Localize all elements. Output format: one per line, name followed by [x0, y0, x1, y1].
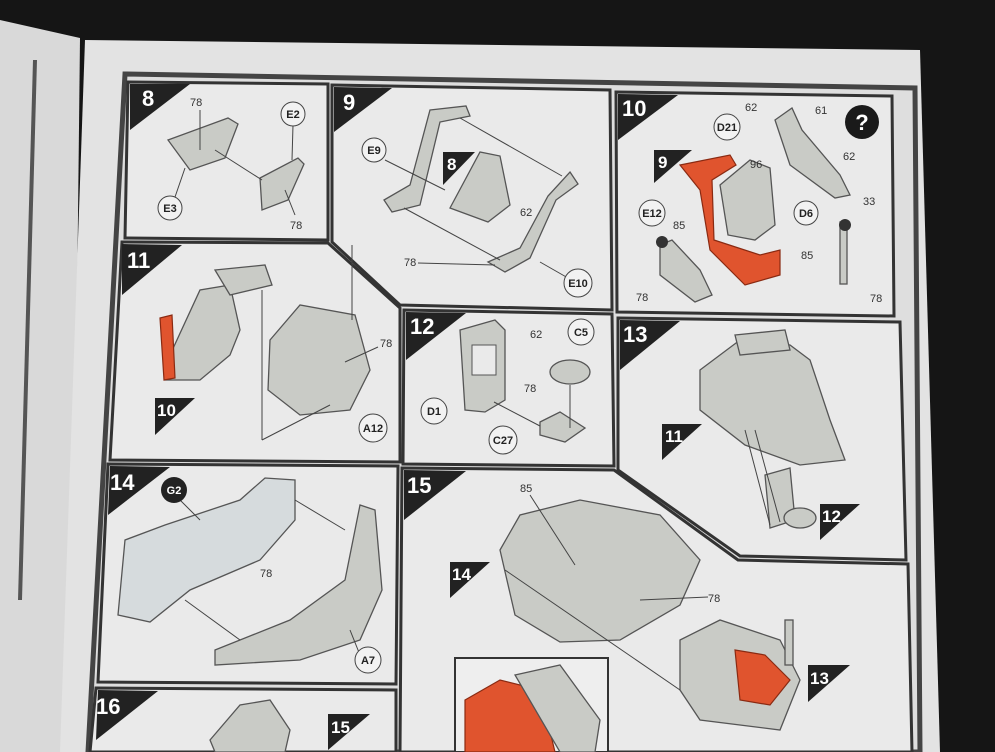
callout-E10: E10	[563, 268, 593, 298]
svg-text:A12: A12	[363, 423, 383, 435]
step-badge-16: 16	[96, 690, 158, 740]
callout-E3: E3	[157, 195, 183, 221]
callout-E12: E12	[638, 199, 666, 227]
svg-text:16: 16	[96, 694, 120, 719]
callout-C27: C27	[488, 425, 518, 455]
svg-text:13: 13	[810, 669, 829, 688]
callout-D6: D6	[793, 200, 819, 226]
svg-text:9: 9	[658, 153, 667, 172]
callout-62: 62	[530, 329, 542, 341]
step-13-parts	[699, 329, 846, 529]
ref-badge-step-12: 12	[820, 504, 860, 540]
svg-text:G2: G2	[167, 485, 182, 497]
svg-text:8: 8	[142, 86, 154, 111]
svg-text:D6: D6	[799, 208, 813, 220]
ref-badge-step-11: 11	[662, 424, 702, 460]
ref-badge-step-9: 9	[654, 150, 692, 183]
step-badge-8: 8	[130, 84, 190, 130]
callout-G2: G2	[161, 477, 187, 503]
svg-text:9: 9	[343, 90, 355, 115]
callout-96: 96	[750, 159, 762, 171]
callout-33: 33	[863, 196, 875, 208]
callout-62: 62	[745, 102, 757, 114]
callout-C5: C5	[567, 318, 595, 346]
callout-62: 62	[520, 207, 532, 219]
svg-text:D21: D21	[717, 122, 737, 134]
svg-text:E12: E12	[642, 208, 662, 220]
step-9-parts	[383, 105, 579, 279]
question-mark-icon: ?	[845, 105, 879, 139]
svg-text:E10: E10	[568, 278, 588, 290]
ref-badge-step-15: 15	[328, 714, 370, 750]
step-badge-14: 14	[108, 466, 170, 515]
callout-78: 78	[290, 220, 302, 232]
step-11-parts	[159, 245, 379, 441]
ref-badge-step-13: 13	[808, 665, 850, 702]
callout-61: 61	[815, 105, 827, 117]
callout-78: 78	[404, 257, 416, 269]
svg-text:15: 15	[407, 473, 431, 498]
svg-text:?: ?	[855, 110, 868, 135]
svg-text:15: 15	[331, 718, 350, 737]
callout-78: 78	[636, 292, 648, 304]
ref-badge-step-8: 8	[443, 152, 475, 185]
callout-78: 78	[190, 97, 202, 109]
step-12-parts	[459, 319, 591, 443]
callout-78: 78	[260, 568, 272, 580]
callout-A7: A7	[354, 646, 382, 674]
svg-text:E9: E9	[367, 145, 380, 157]
step-badge-13: 13	[620, 320, 680, 370]
svg-text:A7: A7	[361, 655, 375, 667]
step-8-parts	[166, 110, 305, 216]
callout-78: 78	[524, 383, 536, 395]
left-page-frame	[18, 59, 37, 601]
step-14-parts	[117, 477, 383, 666]
ref-badge-step-10: 10	[155, 398, 195, 435]
callout-85: 85	[801, 250, 813, 262]
callout-E2: E2	[280, 101, 306, 127]
callout-D21: D21	[713, 113, 741, 141]
step-badge-11: 11	[122, 244, 182, 295]
step-badge-12: 12	[406, 312, 466, 360]
callout-78: 78	[870, 293, 882, 305]
callout-85: 85	[673, 220, 685, 232]
callout-A12: A12	[358, 413, 388, 443]
svg-text:12: 12	[822, 507, 841, 526]
step-10-parts	[656, 107, 851, 303]
callout-78: 78	[708, 593, 720, 605]
svg-text:D1: D1	[427, 406, 441, 418]
step-badge-15: 15	[404, 470, 466, 520]
callout-D1: D1	[420, 397, 448, 425]
callout-62: 62	[843, 151, 855, 163]
step-15-parts	[454, 494, 801, 752]
svg-text:11: 11	[127, 248, 150, 273]
svg-text:14: 14	[110, 470, 135, 495]
svg-text:C27: C27	[493, 435, 513, 447]
svg-text:10: 10	[157, 401, 176, 420]
svg-text:10: 10	[622, 96, 646, 121]
step-badge-10: 10	[618, 94, 678, 140]
svg-text:11: 11	[665, 427, 683, 446]
ref-badge-step-14: 14	[450, 562, 490, 598]
svg-text:8: 8	[447, 155, 456, 174]
svg-text:C5: C5	[574, 327, 588, 339]
svg-text:12: 12	[410, 314, 434, 339]
step-badge-9: 9	[334, 87, 392, 132]
step-16-parts	[209, 699, 291, 752]
svg-text:E3: E3	[163, 203, 176, 215]
callout-85: 85	[520, 483, 532, 495]
svg-text:14: 14	[452, 565, 471, 584]
callout-78: 78	[380, 338, 392, 350]
svg-text:13: 13	[623, 322, 647, 347]
callout-E9: E9	[361, 137, 387, 163]
svg-text:E2: E2	[286, 109, 299, 121]
